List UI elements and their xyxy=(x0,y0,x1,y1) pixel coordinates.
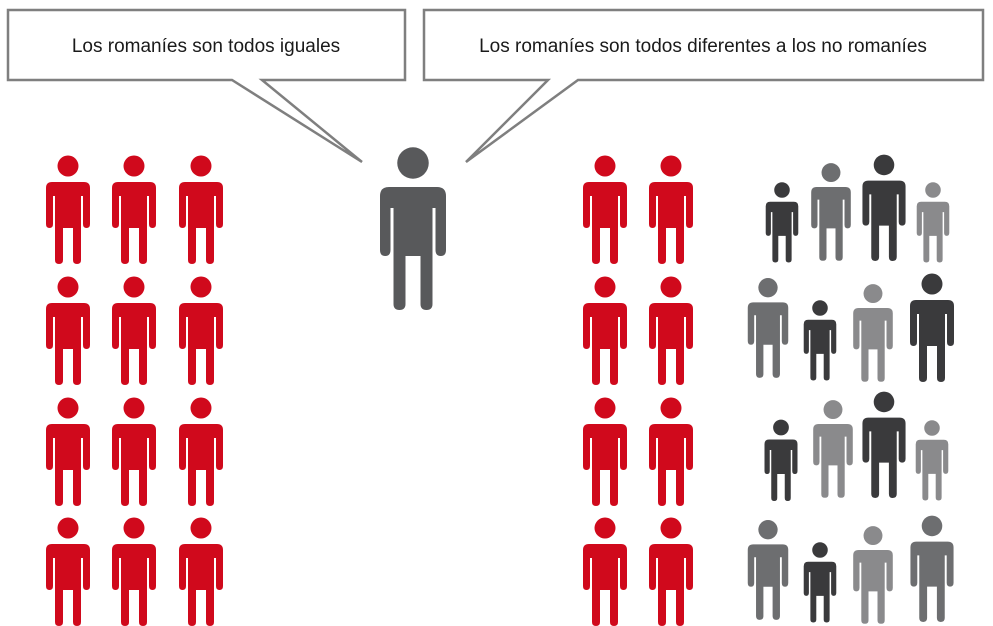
right-other-person-icon xyxy=(803,300,837,381)
right-other-person-icon xyxy=(910,515,954,622)
speech-bubble-left: Los romaníes son todos iguales xyxy=(6,8,407,164)
right-roma-person-icon xyxy=(583,155,627,264)
right-group-others xyxy=(747,154,954,624)
left-roma-person-icon xyxy=(46,397,90,506)
right-group-roma xyxy=(583,155,693,626)
right-roma-person-icon xyxy=(649,155,693,264)
right-other-person-icon xyxy=(862,391,906,498)
right-other-person-icon xyxy=(853,284,893,382)
left-roma-person-icon xyxy=(179,517,223,626)
left-roma-person-icon xyxy=(179,276,223,385)
right-other-person-icon xyxy=(747,278,789,378)
bubble-left-text: Los romaníes son todos iguales xyxy=(72,36,340,57)
right-roma-person-icon xyxy=(583,517,627,626)
left-roma-person-icon xyxy=(179,397,223,506)
left-roma-person-icon xyxy=(179,155,223,264)
left-group-identical-roma xyxy=(46,155,223,626)
right-other-person-icon xyxy=(765,182,799,263)
speaker-person-icon xyxy=(380,147,446,310)
right-other-person-icon xyxy=(813,400,853,498)
right-roma-person-icon xyxy=(649,276,693,385)
left-roma-person-icon xyxy=(112,517,156,626)
right-other-person-icon xyxy=(747,520,789,620)
right-roma-person-icon xyxy=(649,517,693,626)
left-roma-person-icon xyxy=(112,397,156,506)
left-roma-person-icon xyxy=(112,155,156,264)
left-roma-person-icon xyxy=(46,517,90,626)
right-other-person-icon xyxy=(910,273,954,382)
left-roma-person-icon xyxy=(112,276,156,385)
right-other-person-icon xyxy=(915,420,949,501)
speaker-group xyxy=(380,147,446,310)
right-other-person-icon xyxy=(862,154,906,261)
bubble-right-text: Los romaníes son todos diferentes a los … xyxy=(479,36,927,57)
right-other-person-icon xyxy=(811,163,851,261)
speech-bubble-right: Los romaníes son todos diferentes a los … xyxy=(422,8,985,164)
right-other-person-icon xyxy=(764,419,798,501)
right-roma-person-icon xyxy=(649,397,693,506)
right-roma-person-icon xyxy=(583,276,627,385)
right-other-person-icon xyxy=(803,542,837,623)
left-roma-person-icon xyxy=(46,276,90,385)
right-other-person-icon xyxy=(916,182,950,263)
right-other-person-icon xyxy=(853,526,893,624)
left-roma-person-icon xyxy=(46,155,90,264)
right-roma-person-icon xyxy=(583,397,627,506)
